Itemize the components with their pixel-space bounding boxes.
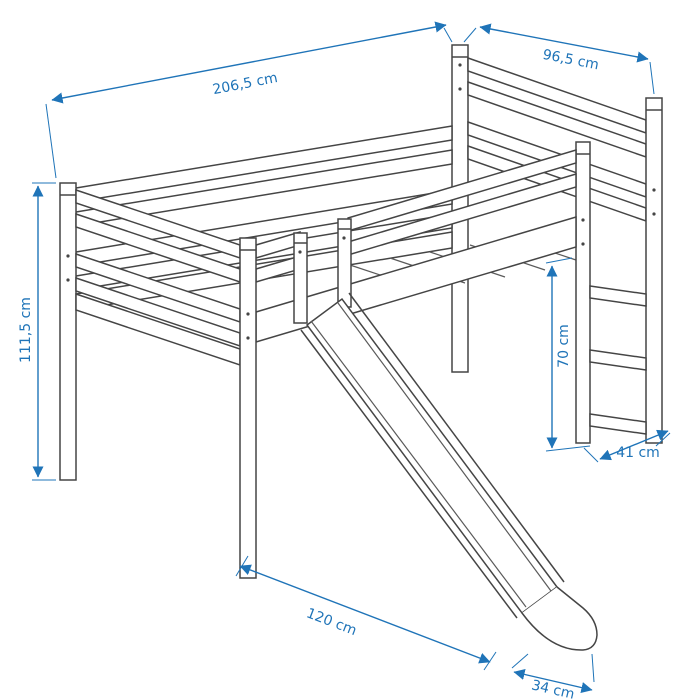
screw-dot xyxy=(66,254,70,258)
dimension-arrow-line xyxy=(479,23,649,63)
dimension-arrow-line xyxy=(513,668,593,694)
screw-dot xyxy=(342,236,346,240)
ladder xyxy=(589,285,647,435)
dimension-length-label: 206,5 cm xyxy=(211,70,279,98)
screw-dot xyxy=(652,188,656,192)
dimension-slide-width: 34 cm xyxy=(511,653,595,700)
dimension-height: 111,5 cm xyxy=(18,182,56,481)
dimension-depth: 96,5 cm xyxy=(463,23,655,95)
screw-dot xyxy=(581,242,585,246)
screw-dot xyxy=(298,250,302,254)
post-front-right-outer xyxy=(645,97,663,444)
ladder-rung xyxy=(589,413,647,435)
ladder-rung xyxy=(589,349,647,371)
screw-dot xyxy=(581,218,585,222)
dimension-ladder-height: 70 cm xyxy=(545,257,591,452)
extension-line xyxy=(583,447,599,463)
dimension-ladder-depth-label: 41 cm xyxy=(616,445,660,461)
dimension-depth-label: 96,5 cm xyxy=(541,47,600,74)
front-guardrails xyxy=(255,148,577,344)
dimension-arrow-line xyxy=(599,429,669,461)
screw-dot xyxy=(458,63,462,67)
screw-dot xyxy=(652,212,656,216)
slide-foot-curve xyxy=(521,586,598,651)
extension-line xyxy=(45,103,57,179)
dimension-slide-length: 120 cm xyxy=(235,555,497,671)
post-front-left xyxy=(239,237,257,579)
screw-dots xyxy=(66,63,656,340)
dimension-ladder-depth: 41 cm xyxy=(583,429,671,463)
slide-board-edge xyxy=(310,320,527,608)
right-guardrails xyxy=(467,56,647,223)
extension-line xyxy=(649,61,655,95)
dimension-slide-length-label: 120 cm xyxy=(304,605,359,639)
slide-chute xyxy=(305,297,559,615)
ladder-rung xyxy=(589,285,647,307)
dimension-length: 206,5 cm xyxy=(45,21,453,179)
slide xyxy=(300,292,598,651)
dimension-arrow-line xyxy=(239,564,491,664)
slide-entry-post-left xyxy=(293,232,308,324)
post-back-left xyxy=(59,182,77,481)
bed-frame xyxy=(59,44,663,579)
extension-line xyxy=(511,653,529,669)
screw-dot xyxy=(246,312,250,316)
extension-line xyxy=(545,445,591,452)
slide-side-rail xyxy=(348,292,565,583)
slide-board-edge xyxy=(337,302,552,592)
screw-dot xyxy=(458,87,462,91)
dimension-arrow-line xyxy=(51,21,447,104)
dimension-ladder-height-label: 70 cm xyxy=(556,324,572,368)
screw-dot xyxy=(66,278,70,282)
extension-line xyxy=(463,27,477,43)
screw-dot xyxy=(246,336,250,340)
dimension-height-label: 111,5 cm xyxy=(18,297,34,363)
post-front-right-inner xyxy=(575,141,591,444)
left-guardrails xyxy=(75,188,241,367)
extension-line xyxy=(591,653,595,683)
extension-line xyxy=(443,27,453,43)
extension-line xyxy=(545,257,573,264)
